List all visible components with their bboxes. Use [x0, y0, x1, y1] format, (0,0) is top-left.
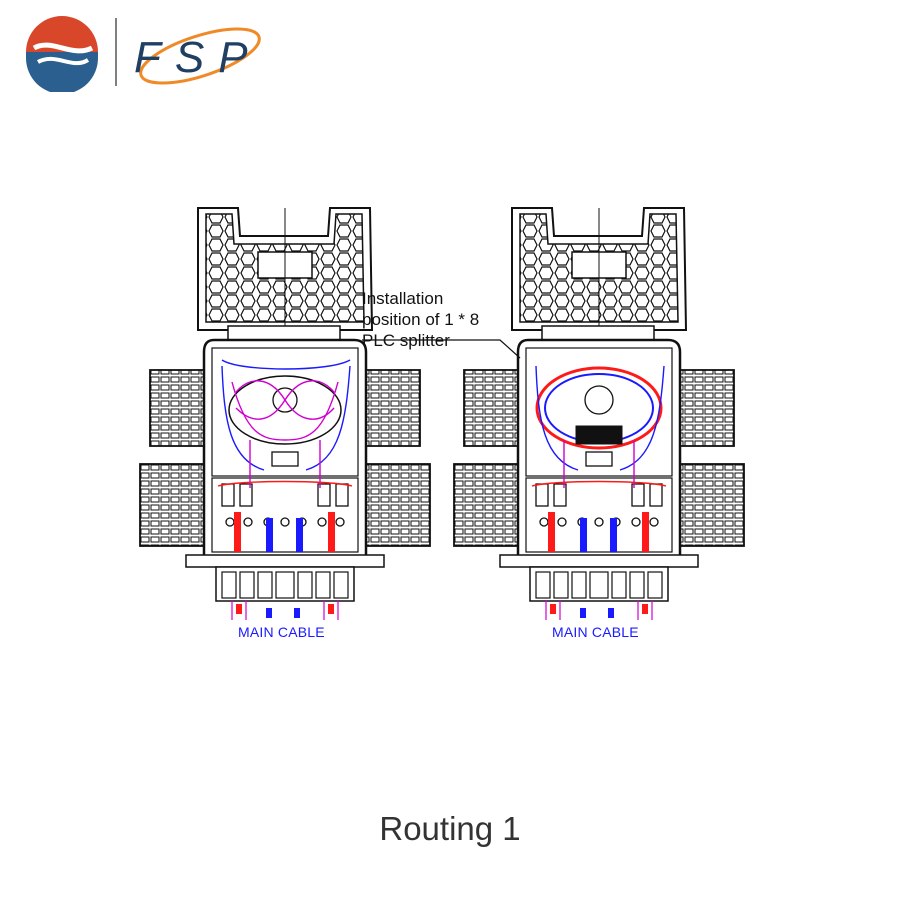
figure-caption: Routing 1	[379, 810, 521, 847]
right-body	[453, 338, 745, 602]
logo-text: FSP	[134, 33, 262, 82]
left-main-cable-label: MAIN CABLE	[238, 624, 325, 640]
annotation-line-2: position of 1 * 8	[362, 310, 480, 329]
logo-emblem-swoosh-2	[37, 56, 90, 66]
company-logo: FSP	[26, 16, 262, 92]
annotation-line-1: Installation	[362, 289, 444, 308]
right-lid	[511, 207, 688, 341]
left-body	[139, 338, 431, 602]
left-unit	[139, 207, 431, 620]
right-pigtails	[545, 512, 653, 620]
annotation-leader-line	[362, 339, 521, 359]
left-pigtails	[231, 512, 339, 620]
annotation-line-3: PLC splitter	[362, 331, 450, 350]
right-unit	[453, 207, 745, 620]
right-main-cable-label: MAIN CABLE	[552, 624, 639, 640]
right-fibers	[531, 365, 667, 488]
logo-orbit	[139, 27, 261, 85]
left-lid	[197, 207, 374, 341]
logo-emblem-swoosh	[32, 42, 94, 54]
left-fibers	[217, 359, 353, 488]
splitter-annotation: Installation position of 1 * 8 PLC split…	[362, 288, 479, 351]
